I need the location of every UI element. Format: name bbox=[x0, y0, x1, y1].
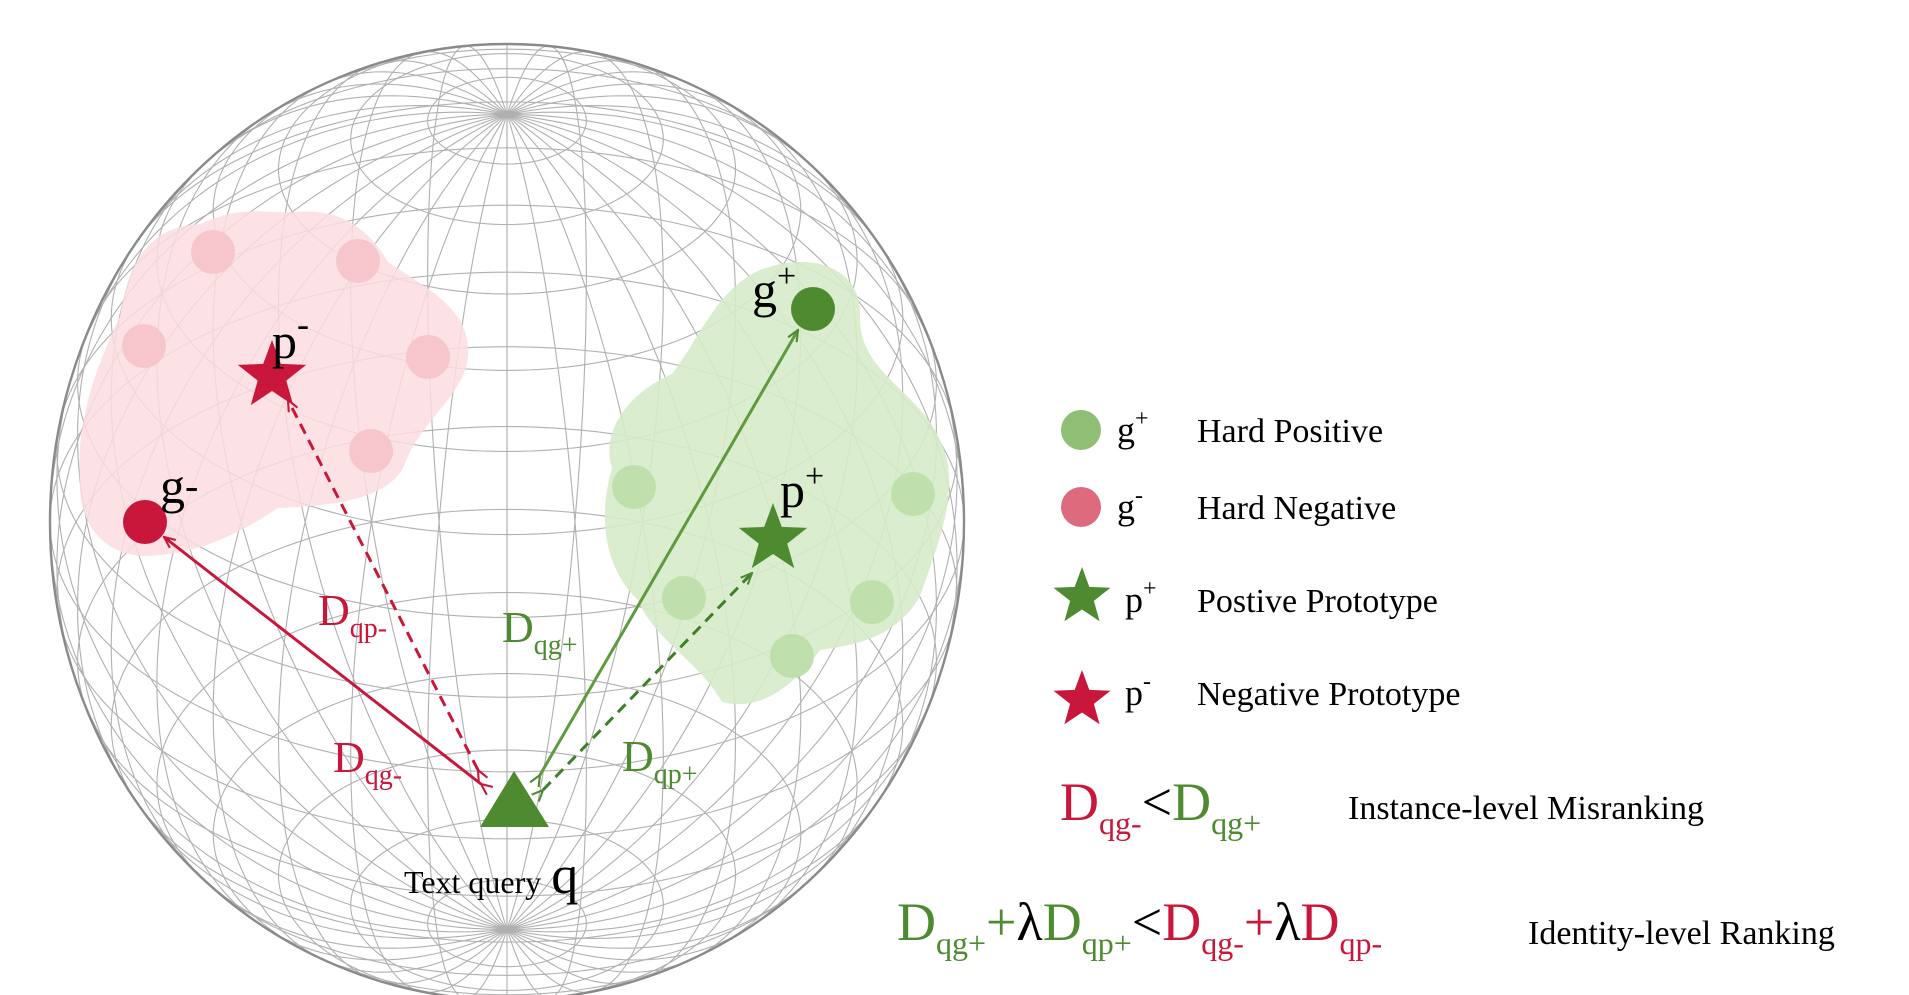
sphere-grid-line bbox=[350, 53, 664, 226]
sphere-grid-line bbox=[350, 818, 664, 991]
formula-instance-level-label: Instance-level Misranking bbox=[1348, 790, 1704, 827]
negative-cluster-member bbox=[336, 239, 380, 283]
formula-instance-level: Dqg-<Dqg+ bbox=[1060, 772, 1261, 841]
label-p-pos: p+ bbox=[780, 458, 824, 518]
sphere-grid-line bbox=[427, 45, 508, 930]
label-g-pos: g+ bbox=[752, 258, 796, 318]
negative-cluster-member bbox=[122, 324, 166, 368]
arrow-d-qp-pos bbox=[543, 573, 752, 790]
sphere-grid-line bbox=[110, 101, 904, 536]
positive-cluster-member bbox=[662, 576, 706, 620]
text-query-triangle bbox=[480, 771, 549, 827]
legend-item-hard-positive-symbol: g+ bbox=[1117, 406, 1149, 450]
legend: g+ Hard Positive g- Hard Negative p+ Pos… bbox=[897, 406, 1835, 961]
g-positive-point bbox=[791, 287, 835, 331]
positive-cluster-member bbox=[770, 634, 814, 678]
label-d-qg-pos: Dqg+ bbox=[502, 603, 578, 661]
sphere-outline bbox=[48, 42, 966, 995]
negative-cluster-member bbox=[191, 230, 235, 274]
positive-cluster-member bbox=[612, 465, 656, 509]
red-star-icon bbox=[1053, 670, 1111, 725]
sphere-grid-line bbox=[427, 879, 587, 968]
formula-identity-level-label: Identity-level Ranking bbox=[1528, 915, 1835, 952]
legend-item-hard-negative-label: Hard Negative bbox=[1197, 490, 1396, 527]
label-p-neg: p- bbox=[272, 304, 309, 369]
label-d-qg-neg: Dqg- bbox=[333, 733, 402, 791]
green-star-icon bbox=[1053, 567, 1111, 622]
legend-item-negative-prototype-symbol: p- bbox=[1125, 669, 1151, 713]
sphere-grid-line bbox=[427, 76, 587, 165]
legend-item-negative-prototype-label: Negative Prototype bbox=[1197, 676, 1460, 713]
legend-item-hard-negative-symbol: g- bbox=[1117, 483, 1143, 527]
positive-cluster-member bbox=[891, 472, 935, 516]
positive-cluster-member bbox=[850, 580, 894, 624]
p-positive-star bbox=[738, 503, 808, 569]
formula-identity-level: Dqg++λDqp+<Dqg-+λDqp- bbox=[897, 892, 1382, 961]
negative-cluster-member bbox=[406, 335, 450, 379]
label-d-qp-neg: Dqp- bbox=[318, 586, 387, 644]
red-dot-icon bbox=[1061, 487, 1101, 527]
sphere-grid-line bbox=[212, 48, 802, 371]
legend-item-positive-prototype-label: Postive Prototype bbox=[1197, 583, 1438, 620]
label-g-neg: g- bbox=[160, 458, 198, 514]
label-d-qp-pos: Dqp+ bbox=[622, 732, 698, 790]
p-negative-star bbox=[237, 340, 307, 406]
legend-item-hard-positive-label: Hard Positive bbox=[1197, 413, 1383, 450]
negative-cluster-member bbox=[349, 429, 393, 473]
g-negative-point bbox=[123, 500, 167, 544]
sphere-grid-line bbox=[427, 114, 508, 995]
legend-item-positive-prototype-symbol: p+ bbox=[1125, 576, 1157, 620]
green-dot-icon bbox=[1061, 410, 1101, 450]
sphere-grid-line bbox=[277, 749, 737, 995]
sphere-grid-line bbox=[277, 44, 737, 295]
arrow-d-qg-neg bbox=[164, 537, 481, 784]
